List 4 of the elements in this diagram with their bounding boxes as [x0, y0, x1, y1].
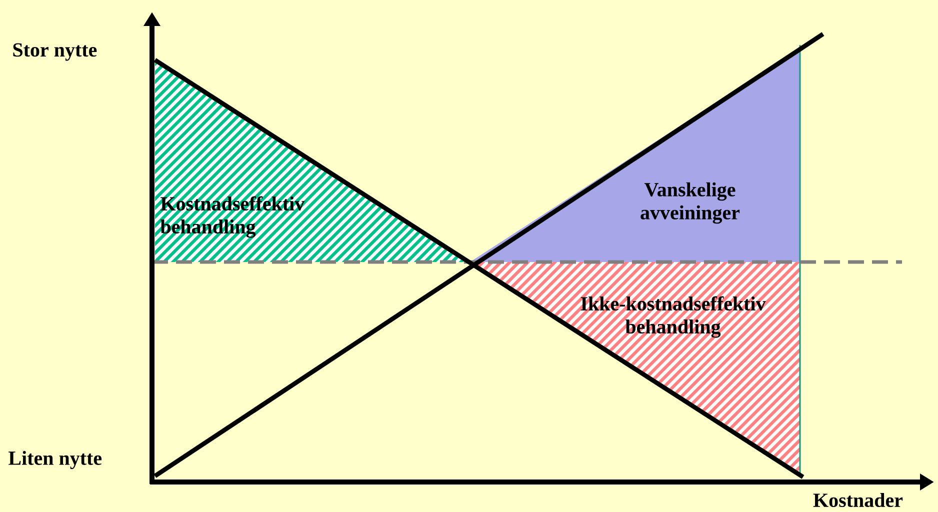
axis-label: Liten nytte [8, 450, 102, 470]
axis-label: Stor nytte [13, 43, 97, 61]
shaded-region: Vanskelige avveininger [470, 48, 800, 262]
hatched-region: Ikke-kostnadseffektiv behandling [470, 262, 800, 475]
